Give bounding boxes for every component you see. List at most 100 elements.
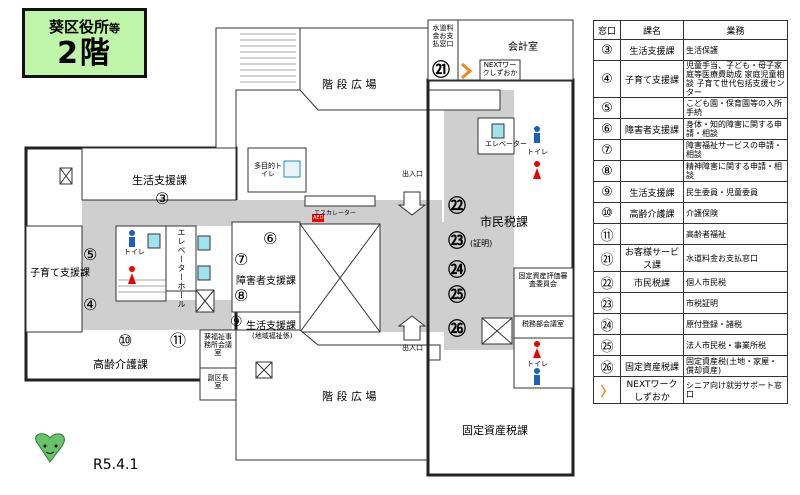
window-number: ⑧	[593, 160, 621, 182]
stairs-top	[240, 33, 296, 83]
exit-bottom-label: 出入口	[402, 344, 423, 352]
department-name	[620, 292, 684, 314]
window-number: ⑨	[593, 181, 621, 203]
header-dept: 課名	[620, 20, 684, 40]
department-name	[620, 139, 684, 161]
window-6: ⑥	[263, 229, 278, 248]
department-name	[620, 223, 684, 245]
toilet-icons	[128, 126, 541, 385]
service-description: 法人市民税・事業所税	[683, 334, 788, 356]
mascot-icon	[35, 433, 65, 463]
department-name: 市民税課	[620, 271, 684, 293]
shaft-boxes	[59, 167, 513, 379]
window-number: ⑥	[593, 118, 621, 140]
office-name: 葵区役所	[48, 18, 109, 36]
table-row: ⑧ 精神障害に関する申請・相談	[593, 160, 788, 182]
fukushi-room-label: 葵福祉事務所会議室	[204, 333, 232, 357]
entrance-arrows	[397, 191, 427, 341]
department-name: 子育て支援課	[620, 60, 684, 98]
window-21: ㉑	[432, 60, 450, 81]
next-work-label: NEXTワークしずおか	[482, 61, 518, 77]
window-number: 〉	[593, 376, 621, 404]
window-3: ③	[155, 189, 170, 208]
header-task: 業務	[683, 20, 788, 40]
window-23-note: (証明)	[470, 239, 493, 248]
window-4: ④	[83, 295, 98, 314]
office-name-suffix: 等	[109, 22, 120, 35]
service-description: 身体・知的障害に関する申請・相談	[683, 118, 788, 140]
window-number: ㉕	[593, 334, 621, 356]
version-label: R5.4.1	[93, 457, 139, 473]
table-row: ㉕ 法人市民税・事業所税	[593, 334, 788, 356]
window-number: ㉖	[593, 355, 621, 377]
toilet-left-label: トイレ	[124, 248, 145, 256]
window-number: ㉑	[593, 244, 621, 272]
department-name	[620, 160, 684, 182]
aed-box	[312, 214, 324, 222]
window-22: ㉒	[448, 196, 466, 217]
zeimu-room-label: 税務部会議室	[522, 320, 564, 328]
department-name	[620, 334, 684, 356]
toilet-right-label: トイレ	[527, 148, 548, 156]
department-name: 生活支援課	[620, 39, 684, 61]
floor-label: 2階	[57, 36, 112, 71]
department-name: 高齢介護課	[620, 202, 684, 224]
stair-plaza-top-label: 階 段 広 場	[322, 78, 377, 91]
stair-plaza-bottom-label: 階 段 広 場	[322, 390, 377, 403]
stairs-left	[118, 279, 166, 293]
window-25: ㉕	[448, 285, 466, 306]
window-number: ⑤	[593, 97, 621, 119]
window-number: ⑩	[593, 202, 621, 224]
service-description: 精神障害に関する申請・相談	[683, 160, 788, 182]
window-number: ④	[593, 60, 621, 98]
elevator-icons	[147, 123, 505, 281]
service-description: 市税証明	[683, 292, 788, 314]
window-number: ㉓	[593, 292, 621, 314]
table-row: ㉓ 市税証明	[593, 292, 788, 314]
window-26: ㉖	[448, 319, 466, 340]
water-window-label: 水道料金お支払窓口	[432, 24, 454, 48]
department-name: お客様サービス課	[620, 244, 684, 272]
department-name: 固定資産税課	[620, 355, 684, 377]
room-seikatsu-label: 生活支援課	[132, 174, 187, 187]
room-shougai-label: 障害者支援課	[236, 276, 296, 287]
department-name: 生活支援課	[620, 181, 684, 203]
window-5: ⑤	[83, 245, 98, 264]
service-description: 障害福祉サービスの申請・相談	[683, 139, 788, 161]
service-description: 介護保険	[683, 202, 788, 224]
department-name: NEXTワークしずおか	[620, 376, 684, 404]
multi-toilet-label: 多目的トイレ	[254, 162, 282, 178]
window-9: ⑨	[230, 314, 243, 330]
room-water-window	[427, 19, 459, 81]
table-header-row: 窓口 課名 業務	[593, 20, 788, 40]
room-kosodate-label: 子育て支援課	[30, 268, 90, 279]
service-description: 生活保護	[683, 39, 788, 61]
header-window: 窓口	[593, 20, 621, 40]
service-description: 個人市民税	[683, 271, 788, 293]
toilet-right-bottom-label: トイレ	[527, 360, 548, 368]
hyouka-room-label: 固定資産評価審査委員会	[518, 272, 568, 288]
window-number: ⑪	[593, 223, 621, 245]
elevator-right-label: エレベーター	[485, 140, 527, 148]
window-10: ⑩	[118, 331, 133, 350]
window-number: ③	[593, 39, 621, 61]
floor-title-box: 葵区役所等 2階	[22, 8, 147, 78]
department-name: 障害者支援課	[620, 118, 684, 140]
room-seikatsu	[81, 147, 237, 201]
window-number: ㉔	[593, 313, 621, 335]
service-description: 民生委員・児童委員	[683, 181, 788, 203]
room-kosodate	[25, 225, 83, 333]
room-shougai	[231, 221, 301, 313]
window-23: ㉓	[448, 231, 466, 252]
department-name	[620, 313, 684, 335]
